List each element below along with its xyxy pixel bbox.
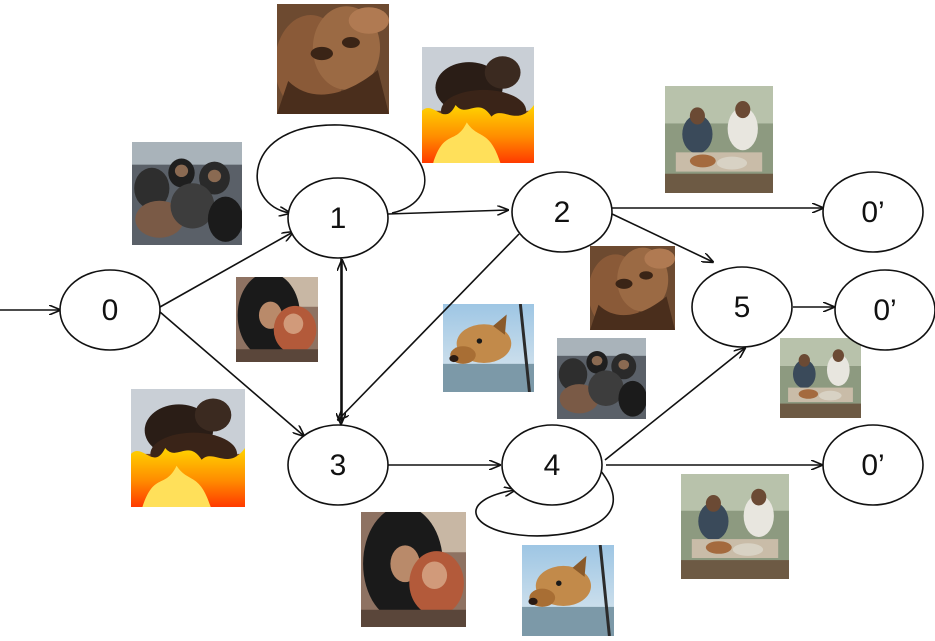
state-node-n4: 4 xyxy=(501,424,603,506)
node-circle xyxy=(501,424,603,506)
photos-layer xyxy=(131,4,861,636)
edges-layer xyxy=(0,124,834,537)
node-circle xyxy=(834,269,935,351)
node-label: 0 xyxy=(102,294,119,327)
node-label: 4 xyxy=(544,449,561,482)
market-photo xyxy=(681,474,789,579)
edge-n2-to-n5 xyxy=(609,212,713,262)
edge-n1-to-n2 xyxy=(387,210,508,214)
faces-photo xyxy=(590,246,675,330)
node-label: 3 xyxy=(330,449,347,482)
node-circle xyxy=(691,266,793,348)
node-label: 2 xyxy=(554,196,571,229)
faces-photo xyxy=(277,4,389,114)
fire-photo xyxy=(131,389,245,507)
fire-photo xyxy=(422,47,534,163)
crowd-photo xyxy=(132,142,242,245)
node-circle xyxy=(822,171,924,253)
node-label: 5 xyxy=(734,291,751,324)
mourning-photo xyxy=(361,512,466,627)
state-node-f3: 0’ xyxy=(822,424,924,506)
state-node-f2: 0’ xyxy=(834,269,935,351)
node-label: 0’ xyxy=(861,196,884,229)
state-node-n3: 3 xyxy=(287,424,389,506)
node-label: 1 xyxy=(330,202,347,235)
node-circle xyxy=(287,424,389,506)
edge-n4-to-n5 xyxy=(604,348,745,461)
state-node-n0: 0 xyxy=(59,269,161,351)
state-node-n1: 1 xyxy=(287,177,389,259)
node-label: 0’ xyxy=(861,449,884,482)
state-node-n5: 5 xyxy=(691,266,793,348)
node-circle xyxy=(511,171,613,253)
self-loop-n1-to-n1 xyxy=(256,124,426,213)
node-circle xyxy=(59,269,161,351)
self-loop-n4-to-n4 xyxy=(475,469,615,537)
edge-n2-to-n3 xyxy=(338,233,520,420)
market-photo xyxy=(780,338,861,418)
market-photo xyxy=(665,86,773,193)
edge-n0-to-n3 xyxy=(159,311,304,436)
state-node-n2: 2 xyxy=(511,171,613,253)
dog-photo xyxy=(522,545,614,636)
dog-photo xyxy=(443,304,534,392)
node-label: 0’ xyxy=(873,294,896,327)
state-node-f1: 0’ xyxy=(822,171,924,253)
node-circle xyxy=(287,177,389,259)
crowd-photo xyxy=(557,338,646,419)
nodes-layer: 0 1 2 3 4 5 0’ 0’ 0’ xyxy=(59,171,935,506)
edge-n0-to-n1 xyxy=(159,232,293,308)
mourning-photo xyxy=(236,277,318,362)
node-circle xyxy=(822,424,924,506)
